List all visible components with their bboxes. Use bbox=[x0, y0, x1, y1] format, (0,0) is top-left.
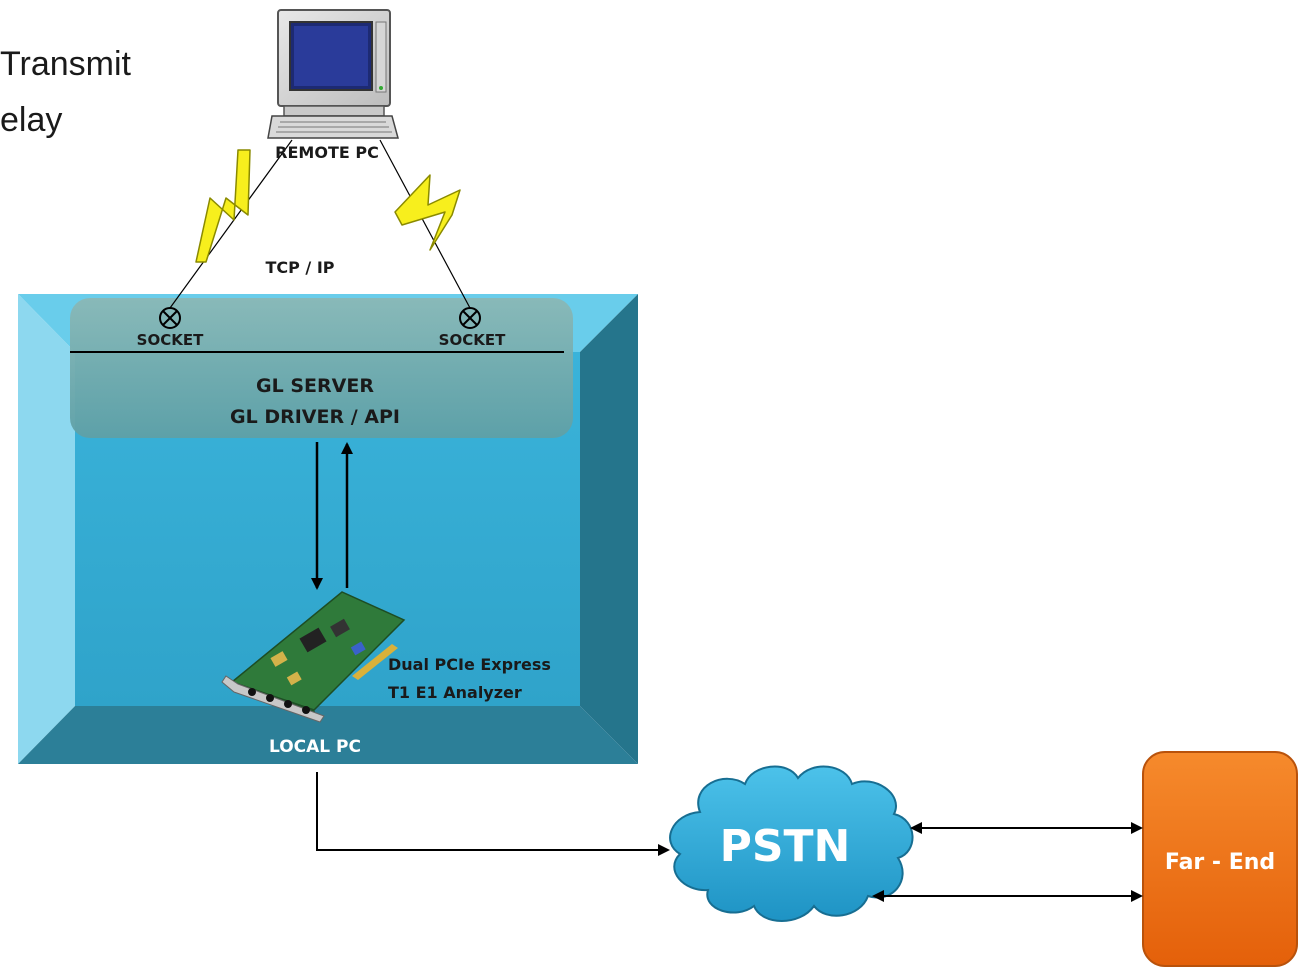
gl-driver-api-label: GL DRIVER / API bbox=[230, 406, 400, 428]
caption-line-1: Transmit bbox=[0, 45, 131, 83]
gl-server-label: GL SERVER bbox=[256, 375, 374, 397]
lightning-right-icon bbox=[394, 174, 461, 251]
local-to-pstn-line bbox=[316, 772, 670, 856]
card-name-label: Dual PCIe Express bbox=[388, 655, 551, 674]
pcie-card-icon bbox=[221, 591, 406, 723]
link-left-line bbox=[169, 139, 293, 309]
far-end-box bbox=[1142, 751, 1298, 967]
remote-pc-icon bbox=[267, 9, 399, 139]
local-pc-label: LOCAL PC bbox=[269, 737, 361, 757]
card-type-label: T1 E1 Analyzer bbox=[388, 683, 522, 702]
tcp-ip-label: TCP / IP bbox=[265, 258, 335, 277]
link-right-line bbox=[379, 139, 471, 309]
caption-line-2: elay bbox=[0, 101, 63, 139]
socket-right-label: SOCKET bbox=[438, 331, 506, 349]
gl-server-panel bbox=[70, 298, 573, 438]
far-end-label: Far - End bbox=[1164, 850, 1276, 875]
lightning-left-icon bbox=[195, 149, 251, 263]
socket-left-label: SOCKET bbox=[136, 331, 204, 349]
pstn-label: PSTN bbox=[719, 821, 851, 872]
pstn-cloud-icon bbox=[669, 765, 914, 922]
remote-pc-label: REMOTE PC bbox=[275, 143, 379, 162]
